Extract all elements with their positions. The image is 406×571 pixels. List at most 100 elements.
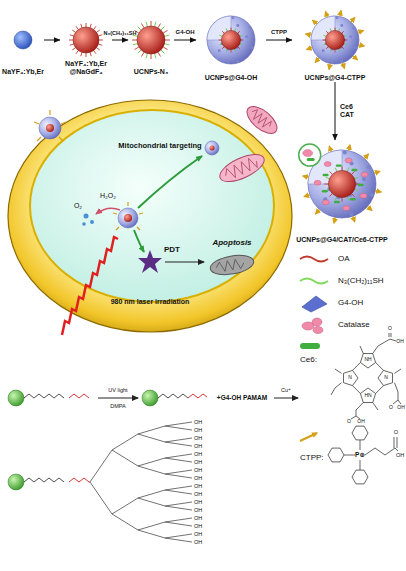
annotation-label: OH [194, 419, 202, 425]
annotation-label: Apoptosis [212, 239, 251, 248]
particle-label: NaYF₄:Yb,Er @NaGdF₄ [60, 60, 112, 76]
reagent-label: CTPP [271, 29, 287, 36]
particle-node: NaYF₄:Yb,Er [2, 16, 44, 76]
annotation-label: OH [194, 467, 202, 473]
ligand-hair [335, 197, 337, 201]
particle-caption: NaYF₄:Yb,Er @NaGdF₄ [60, 60, 112, 76]
ligand-hair [161, 27, 165, 31]
legend-text: Ce6: [300, 356, 317, 365]
ligand-hair [355, 177, 359, 179]
ligand-hair [163, 47, 167, 50]
shell-dot [367, 165, 371, 169]
ctpp-ligand [359, 45, 365, 46]
annotation-label: P⊕ [355, 451, 365, 458]
cell-membrane [8, 100, 292, 332]
ligand-hair [344, 35, 347, 36]
annotation-label: Mitochondrial targeting [118, 142, 201, 150]
targeting-particle [205, 141, 219, 155]
ligand-hair [240, 35, 243, 36]
annotation-label: OH [194, 435, 202, 441]
shell-dot [232, 16, 235, 19]
ligand-hair [329, 194, 332, 197]
ctpp-ligand [334, 217, 335, 223]
ctpp-ligand [329, 146, 331, 152]
ce6-pill [350, 198, 356, 200]
particle-node: UCNPs@G4-CTPP [292, 10, 378, 82]
cell [8, 100, 292, 335]
ligand-hair [155, 54, 156, 59]
shell-dot [343, 150, 347, 154]
ligand-hair [138, 27, 142, 31]
ligand-hair [355, 189, 359, 191]
ligand-hair [86, 23, 87, 27]
legend-text: Catalase [338, 321, 370, 330]
reaction-arrow [174, 40, 196, 41]
particle-drawing [196, 10, 266, 82]
ligand-hair [323, 40, 326, 41]
ligand-hair [238, 31, 240, 33]
ligand-hair [326, 177, 330, 179]
reaction-arrow [266, 40, 292, 41]
ligand-hair [352, 194, 355, 197]
reaction-arrow [44, 40, 60, 41]
ligand-hair [155, 22, 156, 27]
ligand-hair [165, 35, 170, 36]
ligand-hair [219, 40, 222, 41]
annotation-label: DMPA [110, 403, 125, 409]
ctpp-ligand [367, 207, 371, 211]
shell-dot [355, 46, 358, 49]
reaction-arrow [335, 82, 336, 140]
legend-text: G4-OH [338, 299, 363, 308]
ctpp-ligand [316, 209, 320, 213]
ligand-hair [90, 52, 91, 56]
ce6-pill [334, 201, 340, 203]
shell-dot [370, 193, 374, 197]
ligand-hair [329, 171, 332, 174]
ligand-hair [98, 35, 102, 36]
ligand-hair [352, 171, 355, 174]
ctpp-ligand [306, 34, 312, 35]
annotation-label: OH [396, 339, 404, 345]
annotation-label: HN [364, 393, 371, 399]
ligand-hair [347, 168, 349, 172]
ce6-pill [336, 164, 342, 166]
ligand-hair [335, 168, 337, 172]
azide-particle [137, 26, 165, 54]
reagent-label: N₃(CH₂)₁₁SH [104, 30, 137, 36]
shell-dot [245, 35, 248, 38]
annotation-label: +G4-OH PAMAM [217, 394, 267, 401]
ligand-hair [226, 28, 227, 31]
annotation-label: OH [357, 419, 365, 425]
ligand-hair [339, 28, 340, 31]
annotation-label: H₂O₂ [100, 192, 116, 200]
particle-node: NaYF₄:Yb,Er @NaGdF₄ [60, 16, 112, 76]
ligand-hair [70, 44, 74, 45]
ligand-hair [146, 22, 147, 27]
shell-dot [251, 46, 254, 49]
oxygen-marks [82, 214, 94, 226]
annotation-label: OH [194, 491, 202, 497]
ligand-hair [345, 40, 348, 41]
ligand-hair [97, 48, 100, 50]
ligand-hair [344, 44, 347, 45]
ligand-hair [86, 53, 87, 57]
ligand-hair [330, 28, 331, 31]
shell-dot [349, 35, 352, 38]
ctpp-ligand [374, 171, 380, 173]
catalysis-arrow [96, 208, 120, 214]
annotation-label: O₂ [74, 202, 82, 210]
ligand-hair [135, 47, 139, 50]
ligand-hair [97, 30, 100, 32]
catalase-blob [303, 150, 313, 157]
annotation-label: Cu⁺ [281, 387, 291, 393]
particle-caption: UCNPs@G4-OH [196, 74, 266, 82]
ligand-hair [342, 31, 344, 33]
ligand-hair [81, 52, 82, 56]
ligand-hair [231, 28, 232, 31]
catalase-blob [324, 162, 331, 167]
shell-dot [336, 16, 339, 19]
ctpp-ligand [315, 58, 319, 62]
ce6-sample [300, 343, 320, 349]
ctpp-ligand [351, 18, 355, 22]
